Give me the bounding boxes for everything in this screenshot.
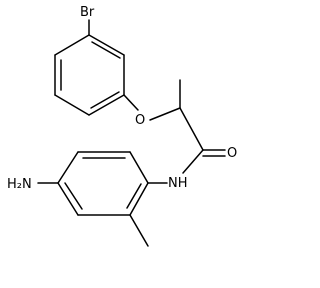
bond-ring2-methyl (129, 214, 149, 247)
carbonyl-oxygen-label: O (227, 146, 237, 161)
bond-o-ch (149, 107, 181, 121)
bond-ring2-f (129, 182, 149, 216)
bond-ring2-a (129, 151, 149, 184)
bond-ch-carbonyl (179, 107, 204, 151)
bond-ring1-c-inner (90, 91, 120, 109)
bond-ring1-c (88, 94, 125, 116)
bromophenyl-ring (54, 34, 125, 116)
bond-ring2-d (57, 182, 79, 216)
bond-ring-o (123, 94, 139, 111)
bond-c-n (182, 149, 204, 174)
molecule-svg: Br O O NH H₂N (7, 5, 237, 247)
structure-diagram: Br O O NH H₂N (7, 5, 237, 247)
bond-ring2-d-inner (64, 182, 83, 210)
bond-ring2-c (57, 151, 79, 184)
bond-ring2-f-inner (126, 183, 142, 209)
ether-oxygen-label: O (135, 113, 145, 128)
bond-ring1-a (88, 34, 125, 56)
bond-ring1-d (54, 94, 90, 116)
bond-ring1-f (54, 34, 90, 56)
bond-ring1-a-inner (91, 41, 121, 59)
amide-nh-label: NH (168, 176, 188, 191)
bromine-label: Br (80, 5, 95, 20)
aminomethylphenyl-ring (57, 151, 149, 216)
amine-label: H₂N (7, 177, 32, 192)
